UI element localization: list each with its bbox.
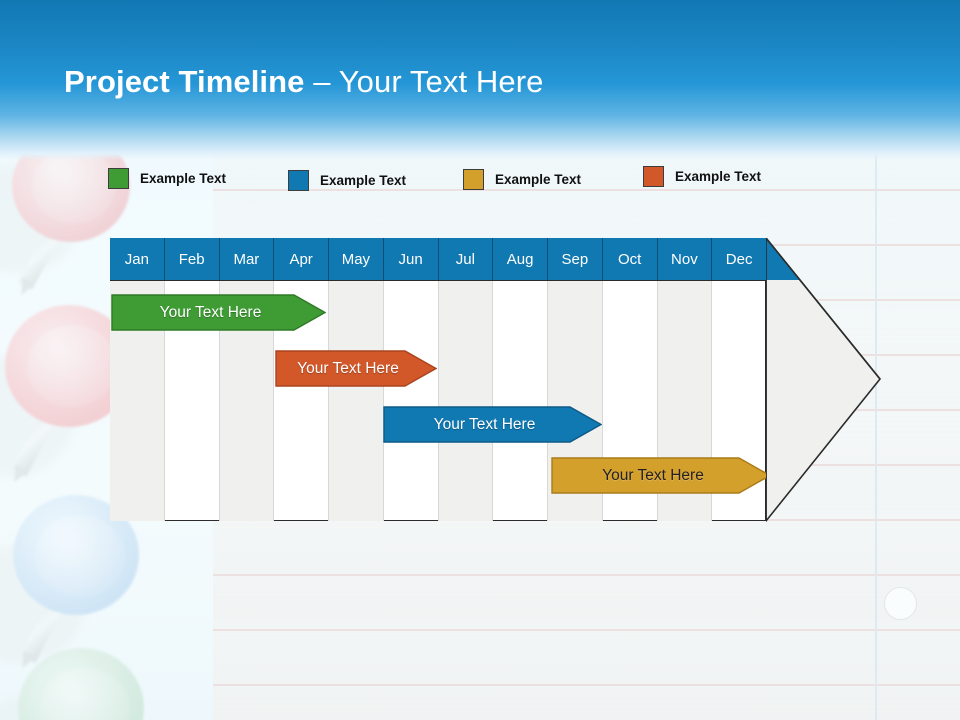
legend-item[interactable]: Example Text — [643, 166, 761, 187]
paper-margin-line — [875, 136, 877, 720]
pushpin-ring — [35, 515, 125, 597]
timeline-month-cell-feb[interactable]: Feb — [164, 238, 220, 280]
legend-item-label: Example Text — [140, 171, 227, 186]
timeline-month-cell-may[interactable]: May — [329, 238, 384, 280]
legend-item-label: Example Text — [675, 169, 762, 184]
pushpin-ring — [32, 148, 116, 224]
timeline-bar-polygon — [275, 350, 437, 387]
page-title-light: Your Text Here — [338, 64, 544, 99]
timeline-bar-4[interactable]: Your Text Here — [551, 457, 771, 494]
timeline-bar-label: Your Text Here — [433, 415, 536, 433]
legend-item-label: Example Text — [320, 173, 407, 188]
legend-color-swatch — [288, 170, 309, 191]
arrow-upper-edge — [765, 237, 881, 380]
timeline-month-cell-mar[interactable]: Mar — [219, 238, 275, 280]
timeline-column-jan — [110, 238, 165, 521]
timeline-bar-shape — [551, 457, 771, 494]
timeline-month-cell-apr[interactable]: Apr — [274, 238, 329, 280]
title-band — [0, 0, 960, 160]
timeline-month-cell-nov[interactable]: Nov — [657, 238, 713, 280]
timeline-column-oct — [603, 238, 658, 521]
page-title-strong: Project Timeline — [64, 64, 305, 99]
legend-item[interactable]: Example Text — [288, 170, 406, 191]
pushpin-ring — [27, 325, 117, 407]
timeline-bar-polygon — [111, 294, 326, 331]
legend-item[interactable]: Example Text — [463, 169, 581, 190]
timeline-bar-label: Your Text Here — [602, 466, 704, 484]
timeline-month-cell-oct[interactable]: Oct — [602, 238, 658, 280]
timeline-bar-1[interactable]: Your Text Here — [111, 294, 326, 331]
legend: Example Text Example Text Example Text Exam… — [108, 166, 908, 196]
timeline-bar-label: Your Text Here — [159, 303, 262, 321]
page-title-dash: – — [304, 64, 339, 99]
timeline-bar-shape — [383, 406, 602, 443]
page-title: Project Timeline – Your Text Here — [64, 60, 543, 104]
timeline-bar-shape — [275, 350, 437, 387]
legend-color-swatch — [463, 169, 484, 190]
legend-item-label: Example Text — [495, 172, 582, 187]
paper-hole-punch — [885, 588, 916, 619]
timeline-column-jun — [384, 238, 439, 521]
timeline-bar-2[interactable]: Your Text Here — [275, 350, 437, 387]
timeline-bar-label: Your Text Here — [297, 359, 399, 377]
timeline-month-cell-sep[interactable]: Sep — [548, 238, 603, 280]
arrow-body-shape — [765, 235, 882, 524]
timeline-bar-polygon — [551, 457, 771, 494]
legend-color-swatch — [643, 166, 664, 187]
timeline-bar-3[interactable]: Your Text Here — [383, 406, 602, 443]
timeline-month-cell-dec[interactable]: Dec — [712, 238, 766, 280]
timeline-month-cell-jul[interactable]: Jul — [438, 238, 494, 280]
timeline-month-cell-jun[interactable]: Jun — [383, 238, 439, 280]
legend-color-swatch — [108, 168, 129, 189]
timeline-column-feb — [165, 238, 220, 521]
timeline-month-cell-jan[interactable]: Jan — [110, 238, 165, 280]
timeline-column-aug — [493, 238, 548, 521]
timeline-month-cell-aug[interactable]: Aug — [493, 238, 548, 280]
pushpin-icon-green — [0, 648, 210, 720]
timeline-bar-shape — [111, 294, 326, 331]
timeline-arrow-head — [765, 235, 882, 524]
timeline-bar-polygon — [383, 406, 602, 443]
timeline-column-mar — [219, 238, 275, 521]
legend-item[interactable]: Example Text — [108, 168, 226, 189]
timeline-column-jul — [438, 238, 494, 521]
arrow-head-svg — [765, 235, 882, 524]
